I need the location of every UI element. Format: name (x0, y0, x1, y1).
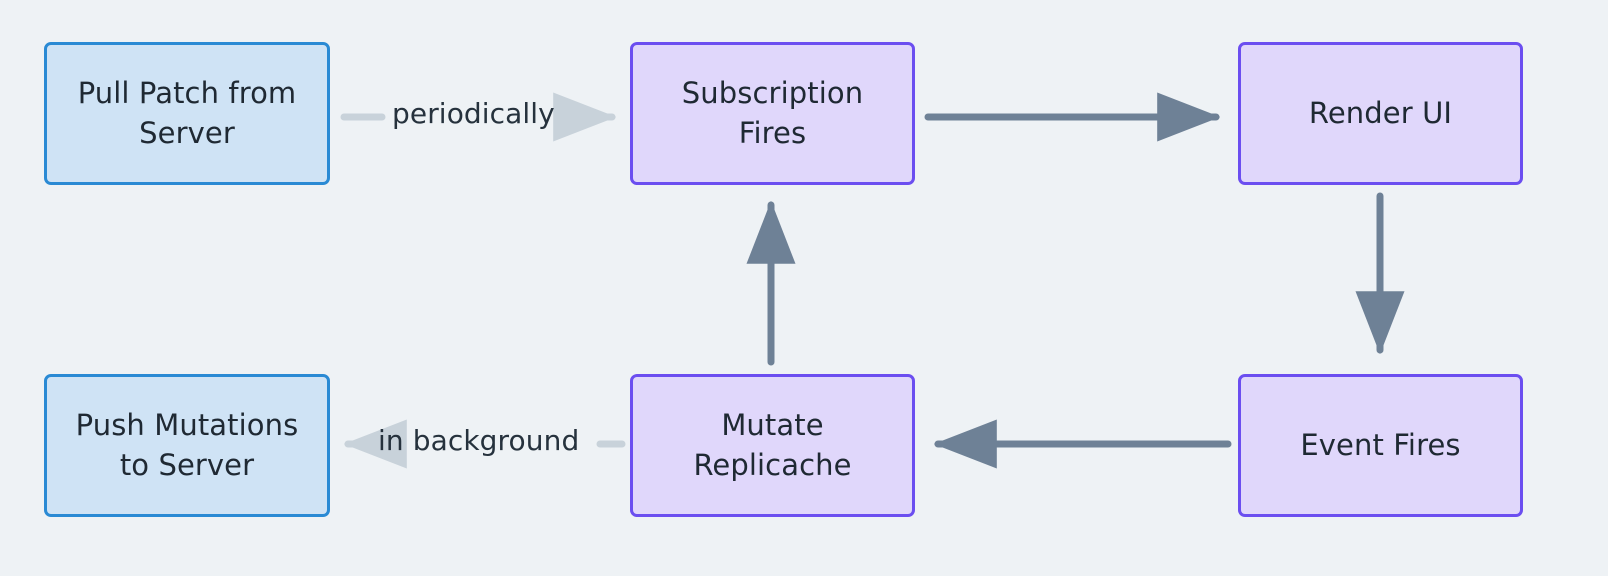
node-label: Pull Patch from Server (77, 76, 297, 150)
node-label: Event Fires (1300, 427, 1461, 462)
node-pull-patch[interactable]: Pull Patch from Server (44, 42, 330, 185)
edge-label-periodically: periodically (392, 97, 555, 130)
node-label: Push Mutations to Server (75, 408, 299, 482)
node-push-mutations[interactable]: Push Mutations to Server (44, 374, 330, 517)
node-event-fires[interactable]: Event Fires (1238, 374, 1523, 517)
node-label: Render UI (1308, 95, 1453, 130)
node-mutate-replicache[interactable]: Mutate Replicache (630, 374, 915, 517)
node-label: Mutate Replicache (693, 408, 852, 482)
node-subscription-fires[interactable]: Subscription Fires (630, 42, 915, 185)
node-render-ui[interactable]: Render UI (1238, 42, 1523, 185)
node-label: Subscription Fires (681, 76, 864, 150)
edge-label-in-background: in background (378, 424, 580, 457)
